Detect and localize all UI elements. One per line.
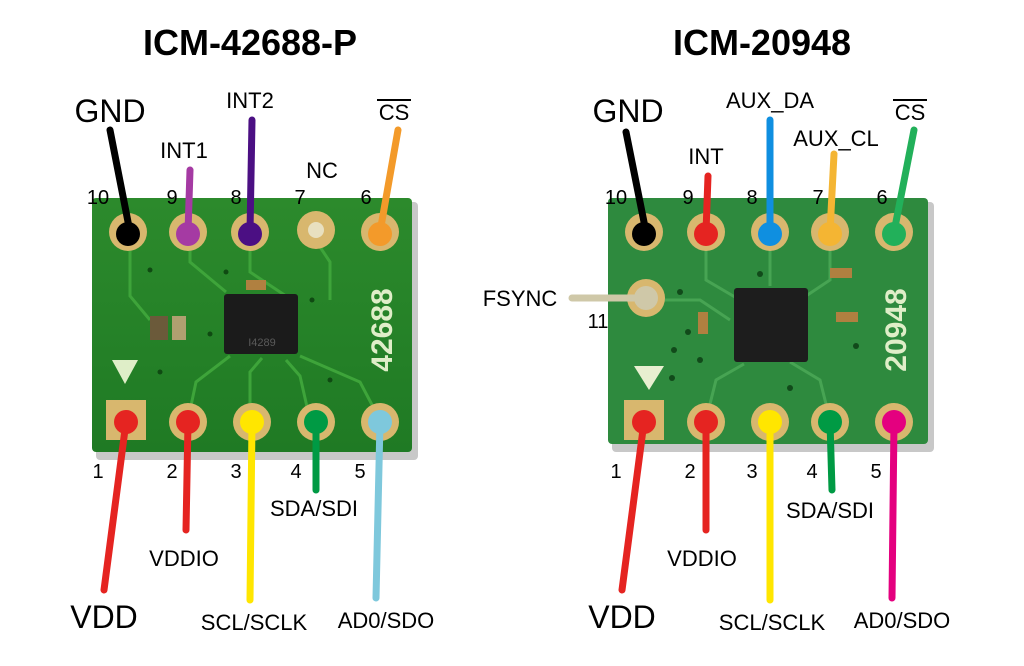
pin6-dot	[882, 222, 906, 246]
pin-label-cs: CS	[895, 100, 926, 125]
pin4-dot	[818, 410, 842, 434]
pin-label-sda: SDA/SDI	[786, 498, 874, 523]
pin-number: 11	[588, 311, 609, 333]
pin-label-vdd: VDD	[70, 599, 138, 635]
pin1-leader	[618, 418, 648, 594]
pin-label-aux-cl: AUX_CL	[793, 126, 879, 151]
pin-label-int: INT	[688, 144, 723, 169]
pin-number: 6	[360, 187, 371, 209]
pin-label-ad0: AD0/SDO	[854, 608, 951, 633]
pin7-dot	[818, 222, 842, 246]
pcb-vias	[669, 271, 859, 391]
pin1-marker	[112, 360, 138, 384]
pin-label-gnd: GND	[592, 93, 663, 129]
pin-number: 3	[230, 461, 241, 483]
pin5-dot	[882, 410, 906, 434]
pin-number: 10	[605, 187, 627, 209]
pin10-dot	[632, 222, 656, 246]
pin-label-int1: INT1	[160, 138, 208, 163]
smd-component	[836, 312, 858, 322]
pin-number: 7	[294, 187, 305, 209]
chip-marking: I4289	[248, 337, 276, 349]
pin6-leader	[376, 126, 402, 236]
pin-number: 4	[806, 461, 817, 483]
board-title: ICM-20948	[673, 22, 851, 63]
pin1-dot	[632, 410, 656, 434]
pin-label-vddio: VDDIO	[149, 546, 219, 571]
pin8-dot	[238, 222, 262, 246]
pin5-leader	[888, 418, 898, 602]
pin7-leader	[826, 150, 838, 236]
pin10-dot	[116, 222, 140, 246]
pin1-dot	[114, 410, 138, 434]
pin10-leader	[622, 128, 650, 236]
pin-number: 9	[682, 187, 693, 209]
board-icm20948: ICM-20948 20948	[483, 22, 951, 635]
pin6-dot	[368, 222, 392, 246]
pin6-leader	[890, 126, 918, 236]
pin-label-gnd: GND	[74, 93, 145, 129]
smd-component	[172, 316, 186, 340]
pin9-dot	[694, 222, 718, 246]
pin1-leader	[100, 418, 130, 594]
pin-label-int2: INT2	[226, 88, 274, 113]
pin5-leader	[372, 418, 384, 602]
pin3-dot	[758, 410, 782, 434]
smd-component	[246, 280, 266, 290]
pin-number: 1	[610, 461, 621, 483]
pin-number: 5	[354, 461, 365, 483]
pin-label-ad0: AD0/SDO	[338, 608, 435, 633]
pin9-leader	[184, 166, 194, 236]
pin-label-vddio: VDDIO	[667, 546, 737, 571]
pin8-dot	[758, 222, 782, 246]
pin1-marker	[634, 366, 664, 390]
pin-number: 8	[230, 187, 241, 209]
pin10-leader	[106, 126, 134, 236]
sensor-chip	[224, 294, 298, 354]
sensor-chip	[734, 288, 808, 362]
pin4-dot	[304, 410, 328, 434]
pin11-dot	[634, 286, 658, 310]
pin2-dot	[694, 410, 718, 434]
pin-label-aux-da: AUX_DA	[726, 88, 814, 113]
pin-label-nc: NC	[306, 158, 338, 183]
smd-component	[830, 268, 852, 278]
smd-component	[698, 312, 708, 334]
pin-number: 2	[684, 461, 695, 483]
pin5-dot	[368, 410, 392, 434]
pin-label-fsync: FSYNC	[483, 286, 558, 311]
pin-label-scl: SCL/SCLK	[201, 610, 308, 635]
pin-number: 4	[290, 461, 301, 483]
pin-number: 6	[876, 187, 887, 209]
pin-number: 3	[746, 461, 757, 483]
pin-number: 5	[870, 461, 881, 483]
pin3-leader	[246, 418, 256, 604]
pin-label-cs: CS	[379, 100, 410, 125]
pin2-leader	[182, 418, 192, 534]
pin-number: 2	[166, 461, 177, 483]
pin-number: 1	[92, 461, 103, 483]
smd-component	[150, 316, 168, 340]
pin-label-sda: SDA/SDI	[270, 496, 358, 521]
board-title: ICM-42688-P	[143, 22, 357, 63]
pin9-dot	[176, 222, 200, 246]
silkscreen-label: 20948	[880, 288, 913, 371]
pin8-leader	[246, 116, 256, 236]
pin-number: 10	[87, 187, 109, 209]
pin-label-scl: SCL/SCLK	[719, 610, 826, 635]
pin-number: 8	[746, 187, 757, 209]
pin-label-vdd: VDD	[588, 599, 656, 635]
pin-number: 7	[812, 187, 823, 209]
pin3-dot	[240, 410, 264, 434]
silkscreen-label: 42688	[366, 288, 399, 371]
pcb-vias	[147, 267, 333, 383]
board-icm42688p: ICM-42688-P I4289 42688	[70, 22, 434, 635]
pin2-dot	[176, 410, 200, 434]
pin-number: 9	[166, 187, 177, 209]
